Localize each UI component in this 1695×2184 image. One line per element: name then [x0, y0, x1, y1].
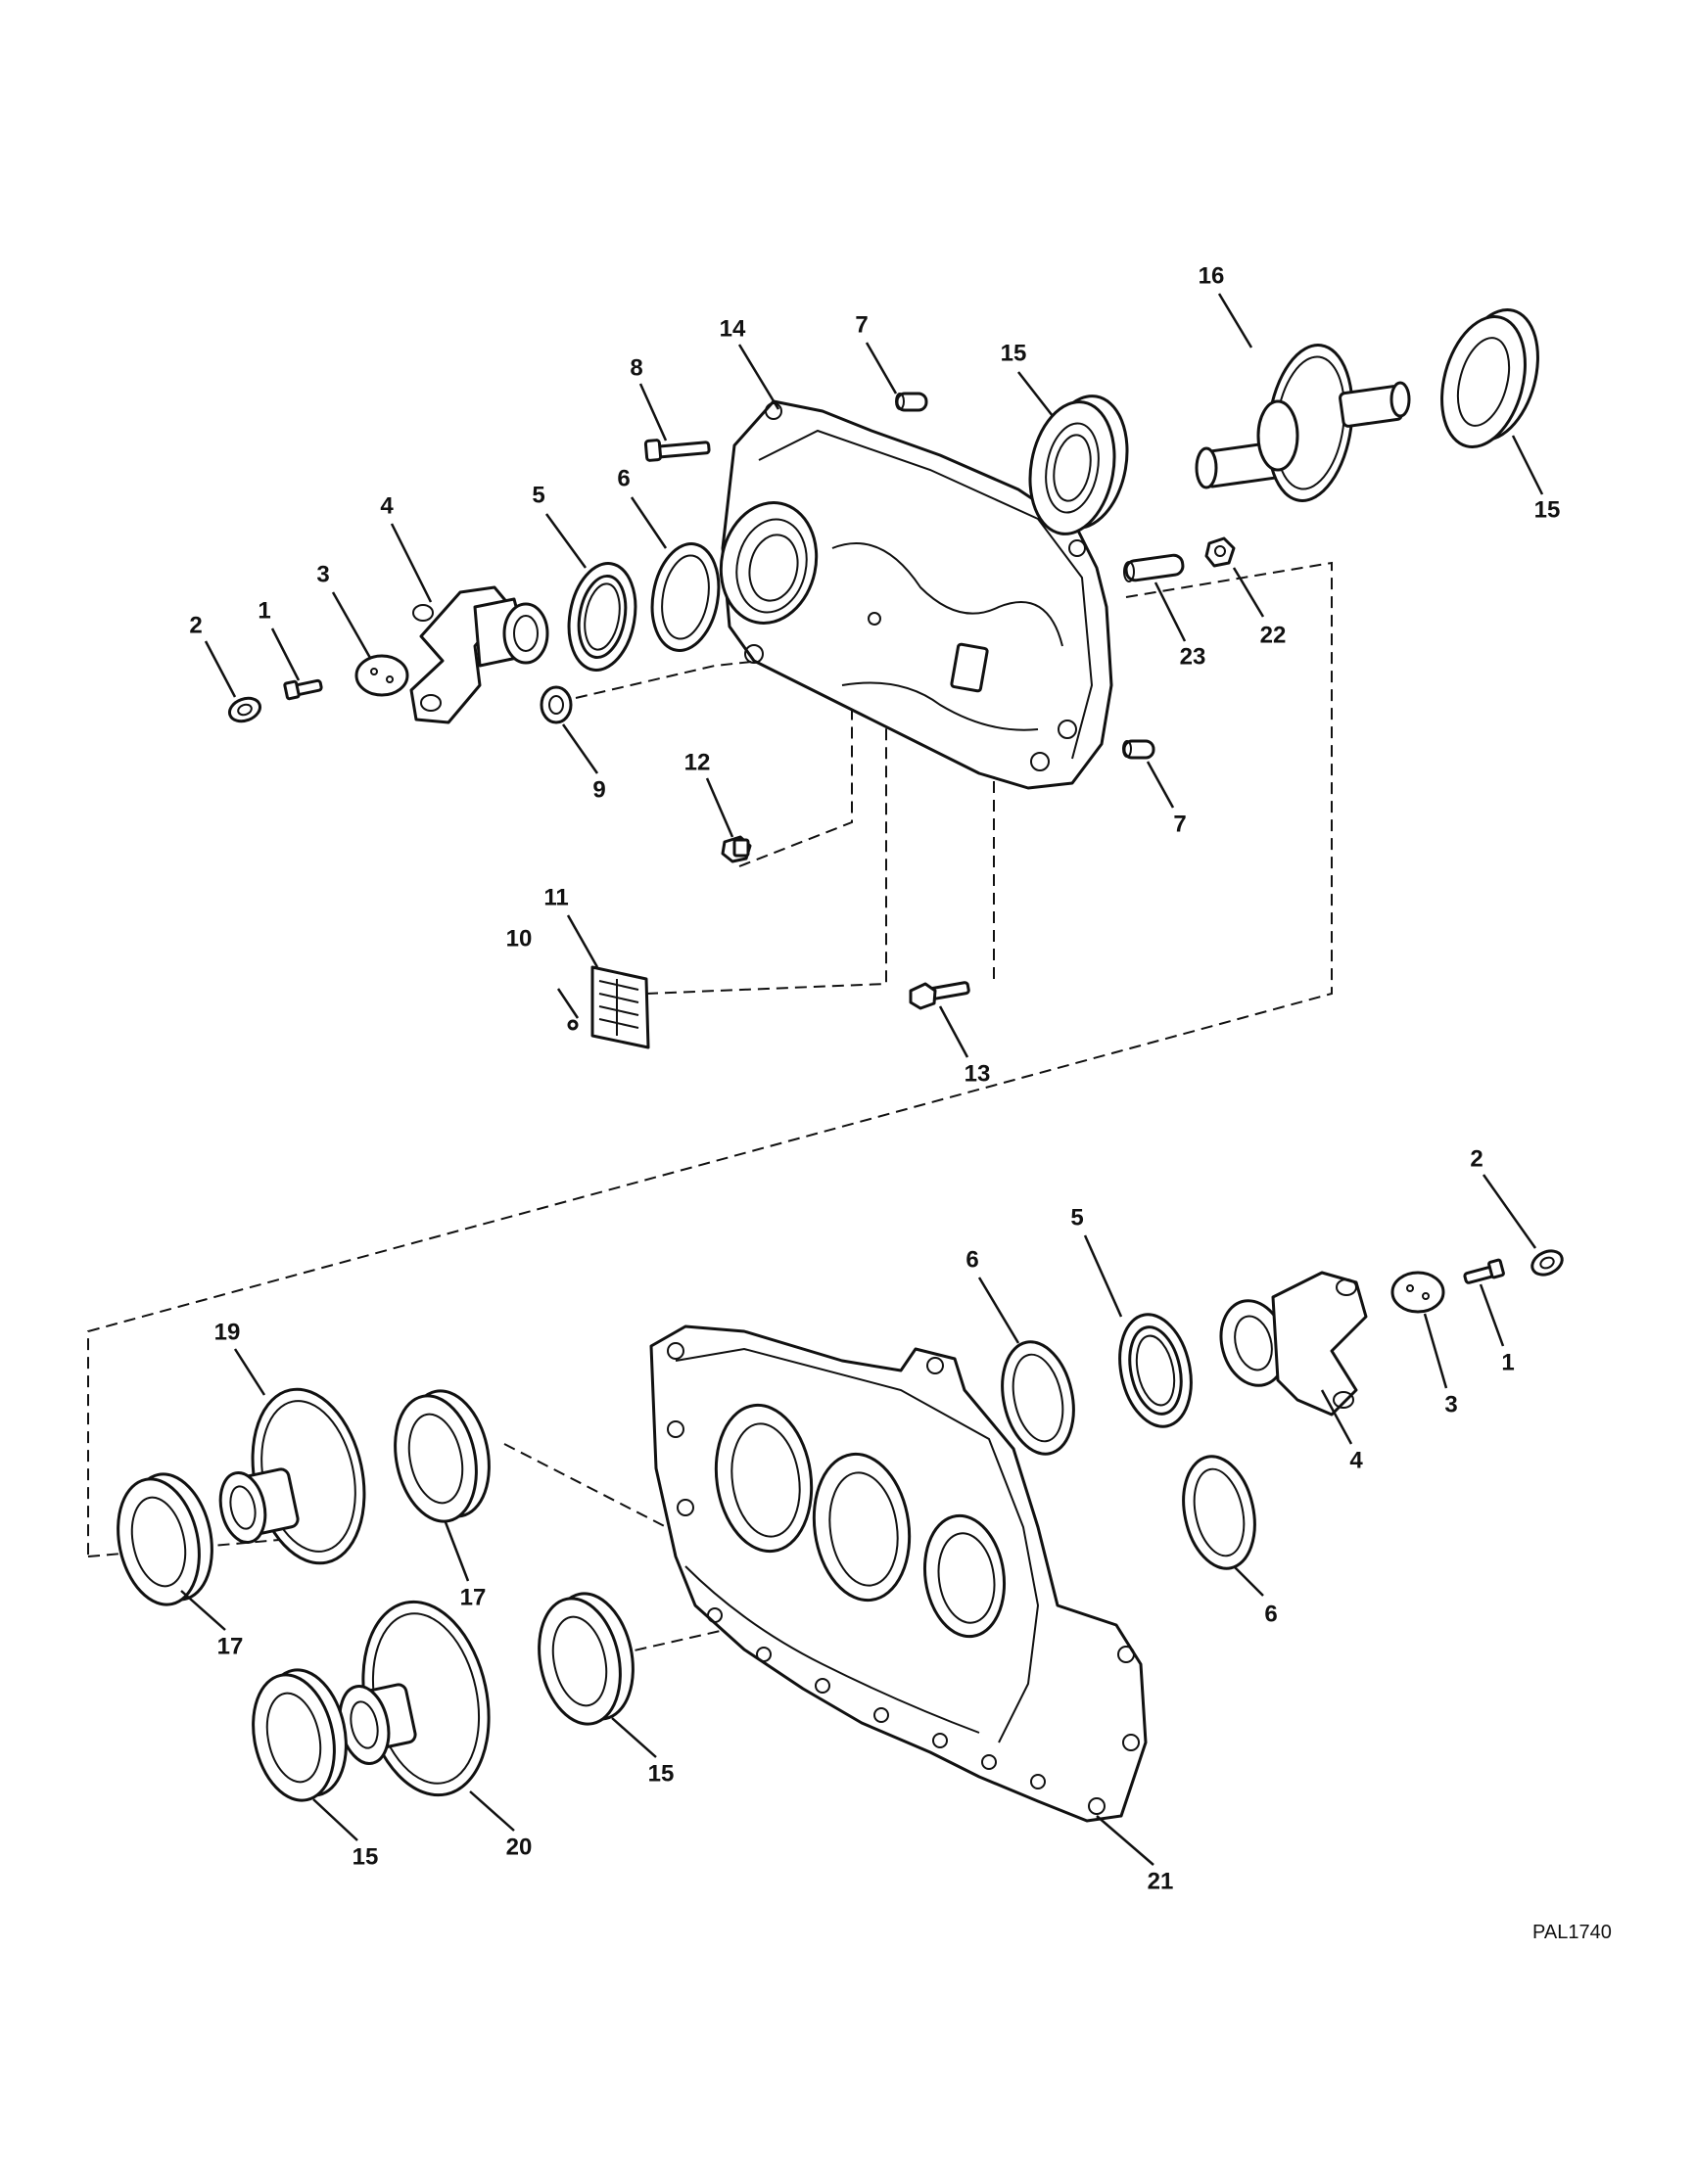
callout-13: 13: [965, 1060, 991, 1087]
callout-2-bottom: 2: [1470, 1145, 1483, 1172]
leader-lines: [180, 293, 1544, 1866]
dowel-pin-7-top: [895, 392, 928, 412]
callout-22: 22: [1260, 622, 1287, 648]
callout-4-bottom: 4: [1349, 1447, 1363, 1473]
callout-15-bottom-left: 15: [353, 1843, 379, 1870]
callout-15-bottom-mid: 15: [648, 1760, 675, 1787]
callout-11: 11: [543, 884, 568, 910]
shim-6-top: [650, 542, 721, 652]
dowel-pin-7-right: [1122, 739, 1155, 760]
callout-17-right: 17: [460, 1584, 487, 1610]
pin-23: [1123, 553, 1185, 582]
callout-23: 23: [1180, 643, 1206, 670]
washer-2-bottom: [1530, 1249, 1564, 1277]
idler-gear-19: [218, 1387, 366, 1565]
plate-3-bottom: [1390, 1271, 1445, 1314]
callout-9: 9: [592, 776, 605, 803]
callout-6-top: 6: [617, 465, 630, 491]
plug-12: [721, 835, 752, 863]
nut-9: [540, 685, 573, 724]
callout-4-top: 4: [380, 492, 394, 519]
drive-gear-20: [338, 1600, 491, 1797]
callout-1-top: 1: [258, 597, 270, 624]
main-housing-21: [649, 1324, 1148, 1823]
bolt-13: [909, 981, 970, 1010]
callout-10: 10: [506, 925, 533, 952]
bearing-15-top-mid: [1028, 395, 1129, 535]
callout-3-top: 3: [316, 561, 329, 587]
bearing-15-bottom-left: [252, 1668, 348, 1802]
callout-8: 8: [630, 354, 642, 381]
callout-labels: 2 1 3 4 5 6 8 14 7 15 16 15 22 23 7 9 12…: [189, 262, 1560, 1894]
callout-7-right: 7: [1173, 811, 1186, 837]
front-cover-housing-14: [719, 399, 1113, 790]
callout-5-bottom: 5: [1070, 1204, 1083, 1231]
bolt-8: [643, 439, 711, 462]
rivet-10: [556, 988, 580, 1031]
callout-15-top-right: 15: [1534, 496, 1561, 523]
seal-5-bottom: [1118, 1313, 1193, 1428]
callout-1-bottom: 1: [1501, 1349, 1514, 1375]
callout-15-top-mid: 15: [1001, 340, 1027, 366]
washer-2-top: [228, 696, 261, 723]
callout-5-top: 5: [532, 482, 544, 508]
plate-3-top: [354, 654, 409, 697]
callout-12: 12: [684, 749, 711, 775]
callout-14: 14: [720, 315, 746, 342]
callout-20: 20: [506, 1834, 533, 1860]
yoke-4-top: [409, 585, 549, 724]
callout-6-bottom-upper: 6: [965, 1246, 978, 1273]
nameplate-11: [590, 965, 650, 1049]
callout-6-bottom-lower: 6: [1264, 1601, 1277, 1627]
output-gear-shaft-16: [1195, 344, 1411, 502]
callout-19: 19: [214, 1319, 241, 1345]
callout-3-bottom: 3: [1444, 1391, 1457, 1417]
shim-6-bottom-upper: [1001, 1340, 1075, 1456]
bearing-15-bottom-mid: [538, 1592, 635, 1726]
callout-16: 16: [1199, 262, 1225, 289]
yoke-4-bottom: [1219, 1271, 1368, 1417]
bolt-1-top: [283, 678, 323, 701]
nut-22: [1204, 536, 1236, 568]
bearing-15-top-right: [1440, 308, 1539, 448]
bearing-17-left: [117, 1472, 213, 1606]
callout-1-2-top: 2: [189, 612, 202, 638]
callout-17-left: 17: [217, 1633, 244, 1659]
callout-21: 21: [1148, 1868, 1174, 1894]
seal-5-top: [567, 562, 637, 672]
bearing-17-right: [394, 1389, 491, 1523]
shim-6-bottom-lower: [1182, 1455, 1256, 1570]
callout-7-top: 7: [855, 311, 868, 338]
bolt-1-bottom: [1463, 1258, 1505, 1284]
figure-id: PAL1740: [1532, 1922, 1612, 1943]
